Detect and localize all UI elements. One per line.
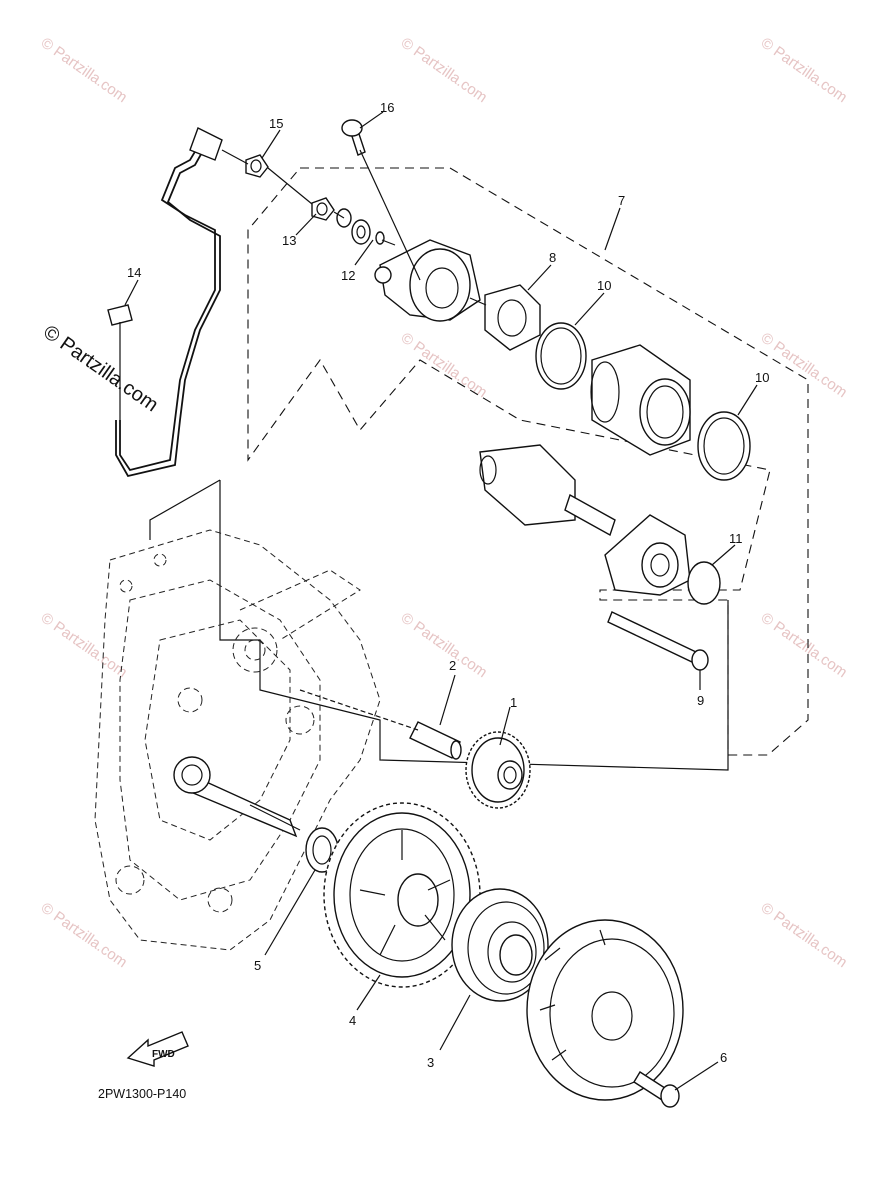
callout-12: 12 bbox=[341, 268, 355, 283]
armature bbox=[479, 444, 616, 537]
callout-5: 5 bbox=[254, 958, 261, 973]
shaft-2 bbox=[299, 689, 462, 760]
starter-wheel-gear-4 bbox=[323, 802, 481, 988]
starter-assembly-boundary bbox=[247, 167, 809, 756]
starter-front-cover bbox=[374, 239, 481, 322]
nut-13 bbox=[311, 197, 335, 221]
leader-lines bbox=[124, 111, 758, 1091]
callout-16: 16 bbox=[380, 100, 394, 115]
rear-cover bbox=[604, 514, 691, 596]
callout-3: 3 bbox=[427, 1055, 434, 1070]
o-ring-10-front bbox=[535, 322, 587, 390]
callout-4: 4 bbox=[349, 1013, 356, 1028]
o-ring-10-rear bbox=[697, 411, 751, 481]
crankcase-outline bbox=[94, 529, 381, 951]
starter-cable-14 bbox=[107, 127, 396, 478]
callout-14: 14 bbox=[127, 265, 141, 280]
brush-holder-8 bbox=[469, 284, 541, 351]
callout-7: 7 bbox=[618, 193, 625, 208]
watermark-large: © Partzilla.com bbox=[39, 321, 162, 416]
watermark: © Partzilla.com bbox=[38, 609, 131, 681]
watermark: © Partzilla.com bbox=[38, 34, 131, 106]
o-ring-11 bbox=[687, 561, 721, 605]
flywheel-rotor bbox=[526, 919, 684, 1101]
callout-11: 11 bbox=[729, 531, 743, 546]
callout-6: 6 bbox=[720, 1050, 727, 1065]
diagram-code: 2PW1300-P140 bbox=[98, 1087, 186, 1101]
yoke-housing bbox=[590, 344, 691, 456]
idler-gear-1 bbox=[465, 731, 531, 809]
callout-9: 9 bbox=[697, 693, 704, 708]
watermark: © Partzilla.com bbox=[398, 609, 491, 681]
callout-10-rear: 10 bbox=[755, 370, 769, 385]
bolt-16 bbox=[341, 119, 366, 156]
nut-15 bbox=[245, 154, 269, 178]
callout-1: 1 bbox=[510, 695, 517, 710]
watermark: © Partzilla.com bbox=[758, 34, 851, 106]
washer-12 bbox=[336, 208, 385, 245]
bolt-6 bbox=[633, 1071, 680, 1108]
watermark: © Partzilla.com bbox=[758, 609, 851, 681]
callout-10-front: 10 bbox=[597, 278, 611, 293]
watermark: © Partzilla.com bbox=[398, 329, 491, 401]
fwd-label: FWD bbox=[152, 1049, 175, 1060]
through-bolt-9 bbox=[607, 611, 709, 671]
callout-15: 15 bbox=[269, 116, 283, 131]
callout-8: 8 bbox=[549, 250, 556, 265]
watermark: © Partzilla.com bbox=[38, 899, 131, 971]
callout-labels: 1 2 3 4 5 6 7 8 9 10 10 11 12 13 14 15 1… bbox=[127, 100, 769, 1070]
callout-13: 13 bbox=[282, 233, 296, 248]
callout-2: 2 bbox=[449, 658, 456, 673]
one-way-clutch-3 bbox=[451, 888, 549, 1002]
watermark: © Partzilla.com bbox=[758, 899, 851, 971]
fwd-arrow-icon: FWD bbox=[126, 1031, 189, 1067]
crankshaft bbox=[173, 756, 301, 838]
watermark: © Partzilla.com bbox=[398, 34, 491, 106]
watermark: © Partzilla.com bbox=[758, 329, 851, 401]
